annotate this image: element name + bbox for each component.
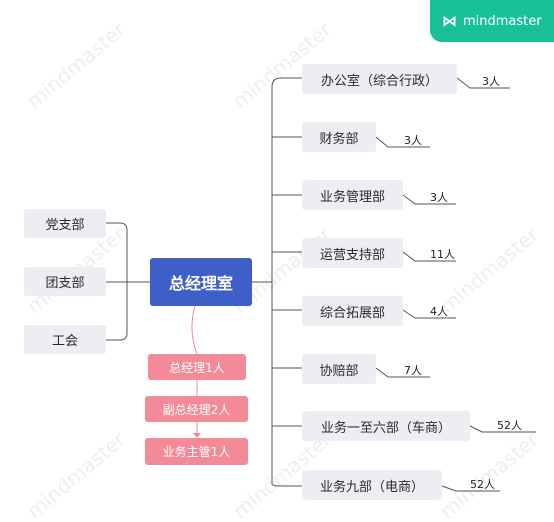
count-underline (402, 194, 456, 205)
arrow-head (193, 433, 201, 438)
left-node-youth-branch[interactable]: 团支部 (24, 267, 106, 296)
right-node-biz-1-6[interactable]: 业务一至六部（车商） (302, 411, 470, 441)
sub-node-general-manager[interactable]: 总经理1人 (148, 354, 246, 380)
sub-node-business-supervisor[interactable]: 业务主管1人 (145, 438, 248, 465)
right-node-business-mgmt[interactable]: 业务管理部 (302, 180, 403, 210)
staff-count: 3人 (404, 134, 422, 147)
left-node-union[interactable]: 工会 (24, 325, 106, 354)
right-node-biz-9[interactable]: 业务九部（电商） (302, 470, 442, 500)
right-branch-connector (271, 110, 302, 487)
right-node-ops-support[interactable]: 运营支持部 (302, 238, 403, 268)
right-node-expansion[interactable]: 综合拓展部 (302, 296, 403, 326)
staff-count: 3人 (430, 191, 448, 204)
mindmaster-logo: ⋈ mindmaster (430, 0, 554, 42)
mindmaster-logo-icon: ⋈ (442, 12, 457, 30)
count-underline (441, 485, 500, 492)
count-underline (375, 136, 430, 148)
staff-count: 52人 (497, 419, 522, 432)
staff-count: 52人 (470, 478, 495, 491)
brand-name: mindmaster (463, 13, 542, 29)
sub-node-connector (191, 305, 198, 355)
count-underline (375, 367, 430, 378)
sub-node-deputy-gm[interactable]: 副总经理2人 (145, 396, 248, 422)
staff-count: 4人 (430, 305, 448, 318)
staff-count: 7人 (404, 364, 422, 377)
right-node-claims[interactable]: 协赔部 (302, 354, 376, 384)
count-underline (456, 77, 510, 89)
root-node[interactable]: 总经理室 (150, 258, 252, 306)
count-underline (402, 251, 456, 262)
count-underline (402, 309, 456, 319)
staff-count: 11人 (430, 248, 455, 261)
right-branch-connector (252, 77, 302, 283)
left-node-party-branch[interactable]: 党支部 (24, 209, 106, 238)
count-underline (469, 425, 536, 433)
right-node-finance[interactable]: 财务部 (302, 122, 376, 152)
right-node-office[interactable]: 办公室（综合行政） (302, 64, 457, 94)
staff-count: 3人 (482, 75, 500, 88)
